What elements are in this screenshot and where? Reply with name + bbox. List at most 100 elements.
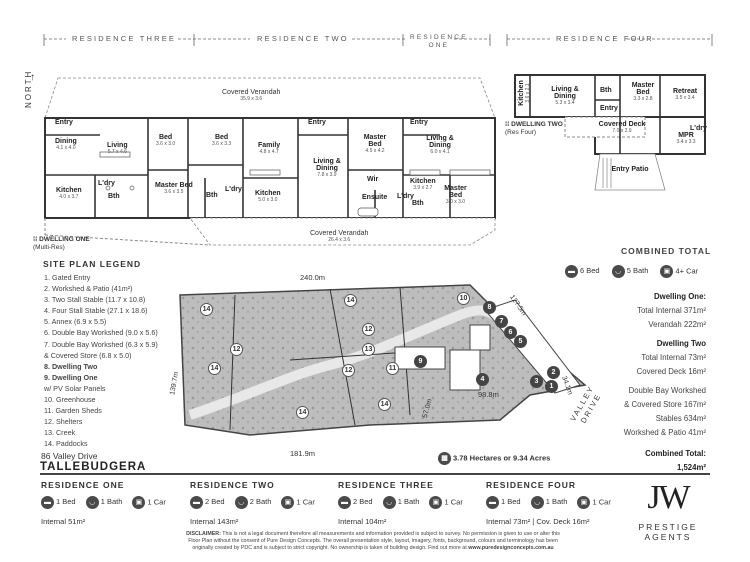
bed-icon: ▬ (190, 496, 203, 509)
north-arrow-icon: ↑ (30, 72, 35, 83)
other-1: Double Bay Workshed (628, 386, 706, 395)
residence-three-card: RESIDENCE THREE ▬2 Bed ◡1 Bath ▣1 Car In… (338, 480, 463, 526)
brand-logo: JW PRESTIGE AGENTS (636, 480, 700, 543)
bath-icon: ◡ (85, 496, 99, 509)
residence-two-title: RESIDENCE TWO (190, 480, 275, 490)
car-icon: ▣ (660, 265, 674, 278)
residence-three-internal: Internal 104m² (338, 517, 387, 526)
room-entry-3: Entry (410, 119, 428, 126)
legend-list: 1. Gated Entry 2. Workshed & Patio (41m²… (44, 272, 158, 450)
room-laundry-2: L'dry (225, 186, 242, 193)
r4-entry-patio: Entry Patio (611, 166, 649, 173)
marker-14: 14 (296, 406, 309, 419)
legend-item: 3. Two Stall Stable (11.7 x 10.8) (44, 295, 146, 305)
marker-9: 9 (414, 355, 427, 368)
marker-3: 3 (530, 375, 543, 388)
header-res-two: RESIDENCE TWO (257, 34, 349, 43)
marker-11: 11 (386, 362, 399, 375)
marker-7: 7 (495, 315, 508, 328)
header-res-one-line2: ONE (428, 42, 450, 49)
d2-deck: Covered Deck 16m² (636, 367, 706, 376)
r4-laundry: L'dry (690, 125, 707, 132)
legend-item: 9. Dwelling One (44, 372, 98, 382)
dwelling-one-marker: ⁞⁞ (33, 236, 40, 243)
residence-four-card: RESIDENCE FOUR ▬1 Bed ◡1 Bath ▣1 Car Int… (486, 480, 611, 526)
residence-two-card: RESIDENCE TWO ▬2 Bed ◡2 Bath ▣1 Car Inte… (190, 480, 315, 526)
marker-6: 6 (504, 326, 517, 339)
legend-item: 12. Shelters (44, 417, 83, 427)
marker-12: 12 (342, 364, 355, 377)
d1-verandah: Verandah 222m² (648, 320, 706, 329)
section-divider (40, 473, 710, 475)
other-2: & Covered Store 167m² (624, 400, 706, 409)
residence-two-stats: ▬2 Bed ◡2 Bath ▣1 Car (190, 496, 315, 509)
site-dim-top: 240.0m (300, 273, 326, 282)
total-value: 1,524m² (676, 463, 706, 472)
car-icon: ▣ (429, 496, 443, 509)
legend-item: 11. Garden Sheds (44, 406, 102, 416)
d2-title: Dwelling Two (656, 339, 706, 348)
room-ensuite: Ensuite (362, 194, 388, 201)
dwelling-two-marker: ⁞⁞ (505, 121, 512, 128)
marker-13: 13 (362, 343, 375, 356)
legend-item: 6. Double Bay Workshed (9.0 x 5.6) (44, 328, 158, 338)
d1-title: Dwelling One: (654, 292, 706, 301)
north-label: NORTH (24, 69, 33, 108)
marker-12: 12 (362, 323, 375, 336)
header-res-three: RESIDENCE THREE (72, 34, 177, 43)
room-bath-3: Bth (412, 200, 424, 207)
residence-four-internal: Internal 73m² | Cov. Deck 16m² (486, 517, 590, 526)
residence-four-title: RESIDENCE FOUR (486, 480, 577, 490)
room-bath-2: Bth (206, 192, 218, 199)
site-dim-inner: 98.8m (478, 390, 499, 399)
legend-title: SITE PLAN LEGEND (43, 259, 142, 269)
room-laundry-3: L'dry (397, 193, 414, 200)
legend-item: 7. Double Bay Workshed (6.3 x 5.9) (44, 339, 158, 349)
address-street: 86 Valley Drive (41, 451, 98, 461)
room-entry-2: Entry (308, 119, 326, 126)
bed-icon: ▬ (486, 496, 499, 509)
bath-icon: ◡ (611, 265, 625, 278)
other-3: Stables 634m² (655, 414, 706, 423)
disclaimer-link[interactable]: www.puredesignconcepts.com.au (468, 545, 554, 551)
bed-icon: ▬ (338, 496, 351, 509)
legend-item: 8. Dwelling Two (44, 361, 98, 371)
marker-14: 14 (200, 303, 213, 316)
marker-14: 14 (208, 362, 221, 375)
residence-four-stats: ▬1 Bed ◡1 Bath ▣1 Car (486, 496, 611, 509)
room-entry-1: Entry (55, 119, 73, 126)
bath-icon: ◡ (530, 496, 544, 509)
total-label: Combined Total: (645, 449, 706, 458)
marker-12: 12 (230, 343, 243, 356)
header-res-four: RESIDENCE FOUR (556, 34, 654, 43)
bed-icon: ▬ (565, 265, 578, 278)
brand-name-2: AGENTS (644, 532, 692, 542)
car-icon: ▣ (577, 496, 591, 509)
disclaimer-line-1: This is not a legal document therefore a… (222, 531, 560, 537)
legend-item: 4. Four Stall Stable (27.1 x 18.6) (44, 306, 148, 316)
residence-one-internal: Internal 51m² (41, 517, 86, 526)
legend-item: & Covered Store (6.8 x 5.0) (44, 350, 132, 360)
marker-5: 5 (514, 335, 527, 348)
marker-8: 8 (483, 301, 496, 314)
residence-three-title: RESIDENCE THREE (338, 480, 434, 490)
header-res-one-line1: RESIDENCE (410, 34, 468, 41)
address-suburb: TALLEBUDGERA (40, 461, 147, 473)
disclaimer-label: DISCLAIMER: (186, 531, 221, 537)
other-4: Workshed & Patio 41m² (623, 428, 706, 437)
bath-icon: ◡ (234, 496, 248, 509)
marker-10: 10 (457, 292, 470, 305)
